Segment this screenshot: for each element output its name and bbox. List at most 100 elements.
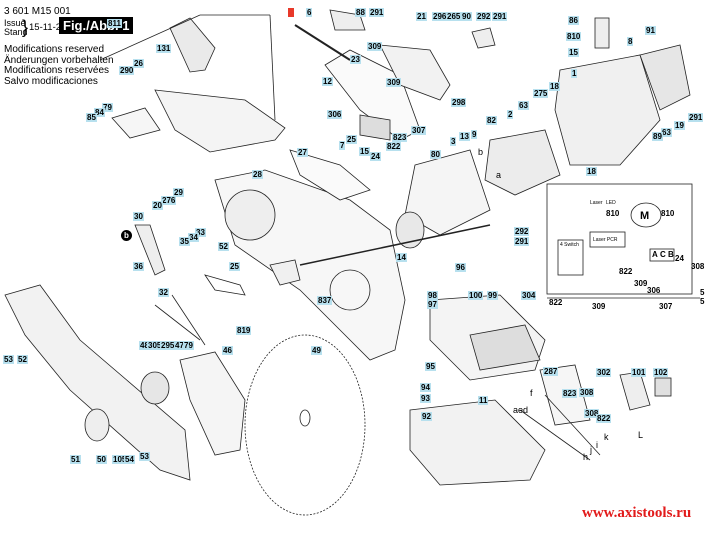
part-label-105[interactable]: 105: [112, 455, 128, 464]
part-label-292[interactable]: 292: [514, 227, 530, 236]
part-label-309[interactable]: 309: [386, 78, 402, 87]
part-label-98[interactable]: 98: [427, 291, 438, 300]
part-label-292[interactable]: 292: [476, 12, 492, 21]
part-label-32[interactable]: 32: [158, 288, 169, 297]
part-label-85[interactable]: 85: [86, 113, 97, 122]
part-label-29[interactable]: 29: [173, 188, 184, 197]
part-label-837[interactable]: 837: [317, 296, 333, 305]
part-label-308[interactable]: 308: [579, 388, 595, 397]
part-label-8[interactable]: 8: [627, 37, 634, 46]
part-label-100[interactable]: 100: [468, 291, 484, 300]
part-label-295[interactable]: 295: [160, 341, 176, 350]
part-label-13[interactable]: 13: [459, 132, 470, 141]
part-label-287[interactable]: 287: [543, 367, 559, 376]
part-label-36[interactable]: 36: [133, 262, 144, 271]
part-label-7[interactable]: 7: [339, 141, 346, 150]
part-label-304[interactable]: 304: [521, 291, 537, 300]
part-label-823[interactable]: 823: [392, 133, 408, 142]
part-label-101[interactable]: 101: [631, 368, 647, 377]
part-label-21[interactable]: 21: [416, 12, 427, 21]
part-label-291[interactable]: 291: [492, 12, 508, 21]
part-label-291[interactable]: 291: [369, 8, 385, 17]
part-label-302[interactable]: 302: [596, 368, 612, 377]
part-label-15[interactable]: 15: [568, 48, 579, 57]
part-label-52[interactable]: 52: [218, 242, 229, 251]
part-label-94[interactable]: 94: [420, 383, 431, 392]
part-label-82[interactable]: 82: [486, 116, 497, 125]
part-label-1[interactable]: 1: [571, 69, 578, 78]
part-label-28[interactable]: 28: [252, 170, 263, 179]
part-label-96[interactable]: 96: [455, 263, 466, 272]
part-label-90[interactable]: 90: [461, 12, 472, 21]
part-label-54[interactable]: 54: [124, 455, 135, 464]
part-label-308[interactable]: 308: [584, 409, 600, 418]
part-label-307[interactable]: 307: [411, 126, 427, 135]
part-label-79[interactable]: 79: [183, 341, 194, 350]
part-label-30[interactable]: 30: [133, 212, 144, 221]
part-label-25[interactable]: 25: [346, 135, 357, 144]
part-label-26[interactable]: 26: [133, 59, 144, 68]
part-label-296[interactable]: 296: [432, 12, 448, 21]
part-label-306[interactable]: 306: [327, 110, 343, 119]
part-label-35[interactable]: 35: [179, 237, 190, 246]
part-label-27[interactable]: 27: [297, 148, 308, 157]
part-label-12[interactable]: 12: [322, 77, 333, 86]
part-label-51[interactable]: 51: [70, 455, 81, 464]
part-label-131[interactable]: 131: [156, 44, 172, 53]
part-label-93[interactable]: 93: [420, 394, 431, 403]
part-label-275[interactable]: 275: [533, 89, 549, 98]
part-label-823[interactable]: 823: [562, 389, 578, 398]
part-label-48[interactable]: 48: [139, 341, 150, 350]
part-label-305[interactable]: 305: [147, 341, 163, 350]
part-label-14[interactable]: 14: [396, 253, 407, 262]
part-label-276[interactable]: 276: [161, 196, 177, 205]
part-label-15[interactable]: 15: [359, 147, 370, 156]
part-label-88[interactable]: 88: [355, 8, 366, 17]
part-label-23[interactable]: 23: [350, 55, 361, 64]
part-label-99[interactable]: 99: [487, 291, 498, 300]
part-label-6[interactable]: 6: [306, 8, 313, 17]
part-label-291[interactable]: 291: [514, 237, 530, 246]
part-label-2[interactable]: 2: [507, 110, 514, 119]
part-label-47[interactable]: 47: [174, 341, 185, 350]
part-label-19[interactable]: 19: [674, 121, 685, 130]
part-label-52[interactable]: 52: [17, 355, 28, 364]
part-label-18[interactable]: 18: [549, 82, 560, 91]
part-label-9[interactable]: 9: [471, 130, 478, 139]
part-label-91[interactable]: 91: [645, 26, 656, 35]
part-label-80[interactable]: 80: [430, 150, 441, 159]
part-label-811[interactable]: 811: [107, 19, 122, 28]
part-label-92[interactable]: 92: [421, 412, 432, 421]
part-label-11[interactable]: 11: [478, 396, 489, 405]
part-label-84[interactable]: 84: [94, 108, 105, 117]
part-label-49[interactable]: 49: [311, 346, 322, 355]
part-label-63[interactable]: 63: [661, 128, 672, 137]
watermark-url[interactable]: www.axistools.ru: [582, 505, 692, 521]
part-label-20[interactable]: 20: [152, 201, 163, 210]
part-label-265[interactable]: 265: [446, 12, 462, 21]
part-label-309[interactable]: 309: [367, 42, 383, 51]
part-label-53[interactable]: 53: [3, 355, 14, 364]
part-label-822[interactable]: 822: [386, 142, 402, 151]
part-label-79[interactable]: 79: [102, 103, 113, 112]
part-label-102[interactable]: 102: [653, 368, 669, 377]
part-label-86[interactable]: 86: [568, 16, 579, 25]
part-label-822[interactable]: 822: [596, 414, 612, 423]
part-label-89[interactable]: 89: [652, 132, 663, 141]
part-label-3[interactable]: 3: [450, 137, 457, 146]
part-label-33[interactable]: 33: [195, 228, 206, 237]
part-label-53[interactable]: 53: [139, 452, 150, 461]
part-label-18[interactable]: 18: [586, 167, 597, 176]
part-label-63[interactable]: 63: [518, 101, 529, 110]
part-label-34[interactable]: 34: [188, 233, 199, 242]
part-label-810[interactable]: 810: [566, 32, 582, 41]
part-label-46[interactable]: 46: [222, 346, 233, 355]
part-label-290[interactable]: 290: [119, 66, 135, 75]
part-label-291[interactable]: 291: [688, 113, 704, 122]
part-label-24[interactable]: 24: [370, 152, 381, 161]
part-label-298[interactable]: 298: [451, 98, 467, 107]
part-label-5[interactable]: 5: [288, 8, 295, 17]
part-label-25[interactable]: 25: [229, 262, 240, 271]
part-label-50[interactable]: 50: [96, 455, 107, 464]
part-label-95[interactable]: 95: [425, 362, 436, 371]
